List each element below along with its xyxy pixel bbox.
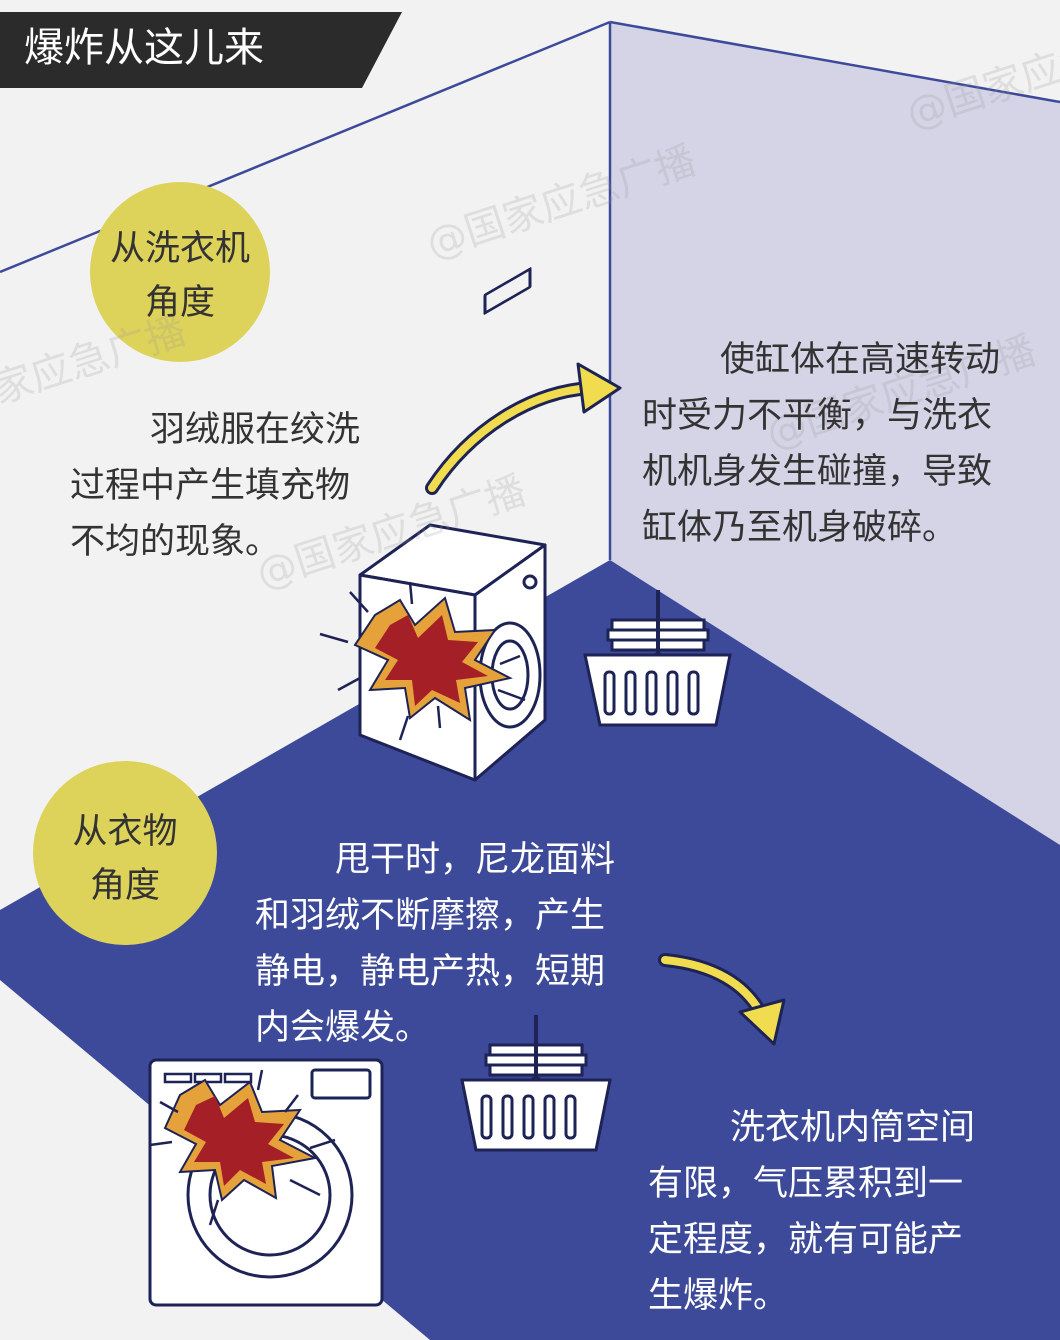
page-title: 爆炸从这儿来 [24,25,264,71]
arrow-up-right [425,362,622,495]
clothes-cause-line: 静电，静电产热，短期 [255,952,606,992]
laundry-basket-top [583,590,732,727]
clothes-cause-line: 和羽绒不断摩擦，产生 [255,896,606,936]
clothes-angle-circle [33,761,217,945]
washer-cause-line: 不均的现象。 [70,522,281,562]
clothes-effect-line: 有限，气压累积到一 [648,1164,964,1204]
washer-effect-text: 使缸体在高速转动 时受力不平衡，与洗衣 机机身发生碰撞，导致 缸体乃至机身破碎。 [642,332,1052,556]
washer-effect-line: 机机身发生碰撞，导致 [642,452,993,492]
washer-cause-line: 羽绒服在绞洗 [150,410,361,450]
title-banner [0,12,402,88]
washing-machine-top [358,267,547,782]
laundry-basket-bottom [460,1015,612,1152]
washer-effect-line: 时受力不平衡，与洗衣 [642,396,993,436]
washer-angle-label: 从洗衣机 角度 [90,222,270,330]
clothes-angle-label-line2: 角度 [89,866,160,906]
washer-angle-circle [90,182,270,362]
explosion-bottom [149,1069,336,1226]
ceiling-line-right [609,20,1060,104]
clothes-angle-label: 从衣物 角度 [35,805,215,913]
washer-effect-line: 缸体乃至机身破碎。 [642,508,958,548]
washer-angle-label-line2: 角度 [144,283,215,323]
clothes-effect-text: 洗衣机内筒空间 有限，气压累积到一 定程度，就有可能产 生爆炸。 [648,1100,1048,1324]
clothes-effect-line: 生爆炸。 [648,1276,789,1316]
washer-cause-text: 羽绒服在绞洗 过程中产生填充物 不均的现象。 [70,402,410,570]
washer-effect-line: 使缸体在高速转动 [720,340,1001,380]
clothes-cause-text: 甩干时，尼龙面料 和羽绒不断摩擦，产生 静电，静电产热，短期 内会爆发。 [255,832,655,1056]
washer-cause-line: 过程中产生填充物 [70,466,351,506]
clothes-cause-line: 甩干时，尼龙面料 [335,840,616,880]
explosion-top [319,581,526,741]
clothes-cause-line: 内会爆发。 [255,1008,431,1048]
clothes-effect-line: 洗衣机内筒空间 [730,1108,976,1148]
clothes-effect-line: 定程度，就有可能产 [648,1220,964,1260]
washer-angle-label-line1: 从洗衣机 [109,229,250,269]
arrow-down-right [658,953,786,1046]
clothes-angle-label-line1: 从衣物 [72,812,178,852]
